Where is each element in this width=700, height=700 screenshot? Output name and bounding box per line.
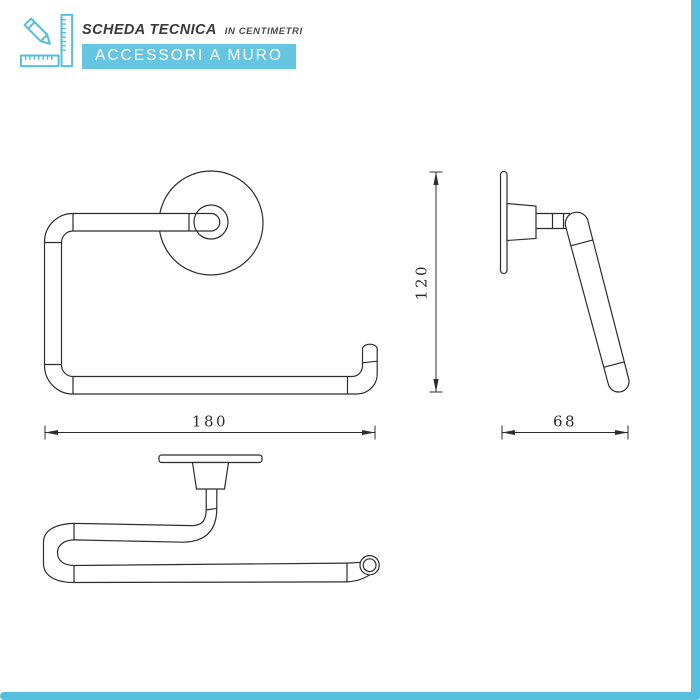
dimension-depth: 68	[501, 413, 629, 440]
ruler-horizontal-ticks	[25, 54, 53, 61]
bottom-view	[42, 454, 380, 584]
u-bend-inner	[56, 539, 348, 567]
tube-joint-lines	[44, 213, 378, 394]
wall-plate-side	[499, 170, 508, 275]
page-title: SCHEDA TECNICA	[82, 22, 217, 38]
elbow-inner-edge	[73, 509, 207, 527]
wall-plate-bottom	[158, 454, 263, 464]
category-badge: ACCESSORI A MURO	[82, 44, 296, 69]
arrow-top	[433, 172, 439, 185]
pencil-glyph	[23, 17, 51, 45]
dimension-depth-label: 68	[553, 413, 577, 431]
arrow-left	[45, 430, 58, 435]
page-subtitle: IN CENTIMETRI	[224, 26, 303, 37]
towel-bar-outline	[43, 212, 378, 395]
header-text: SCHEDA TECNICA IN CENTIMETRI ACCESSORI A…	[82, 22, 303, 69]
mount-hub-circle	[193, 204, 229, 240]
elbow-outer-edge	[73, 508, 218, 543]
arrow-right	[615, 430, 628, 435]
stem	[205, 489, 218, 511]
ruler-horizontal	[19, 54, 60, 68]
arrow-left	[502, 430, 515, 435]
mount-cone-side	[506, 202, 537, 242]
arm-joint-lines	[570, 239, 625, 368]
side-view: 120 68	[413, 170, 630, 440]
dimension-width-label: 180	[192, 413, 228, 431]
hook-end-inner-ring	[362, 558, 377, 573]
dimension-width: 180	[44, 413, 376, 440]
ruler-pencil-icon	[18, 12, 76, 70]
tube-joint-lines-bottom	[73, 523, 348, 583]
dimension-height-label: 120	[413, 264, 431, 300]
accent-border-right	[691, 0, 700, 700]
arrow-right	[362, 430, 375, 435]
dimension-height: 120	[413, 171, 443, 393]
ruler-vertical	[60, 13, 74, 68]
front-view: 180	[43, 170, 378, 440]
ruler-vertical-ticks	[60, 19, 67, 51]
accent-border-bottom	[0, 692, 700, 700]
u-bend-outer	[42, 522, 348, 584]
connector-rod	[536, 212, 570, 230]
arrow-bottom	[433, 379, 439, 392]
arm-capsule	[564, 211, 630, 393]
mount-cone-bottom	[191, 461, 230, 490]
header: SCHEDA TECNICA IN CENTIMETRI ACCESSORI A…	[18, 12, 303, 70]
